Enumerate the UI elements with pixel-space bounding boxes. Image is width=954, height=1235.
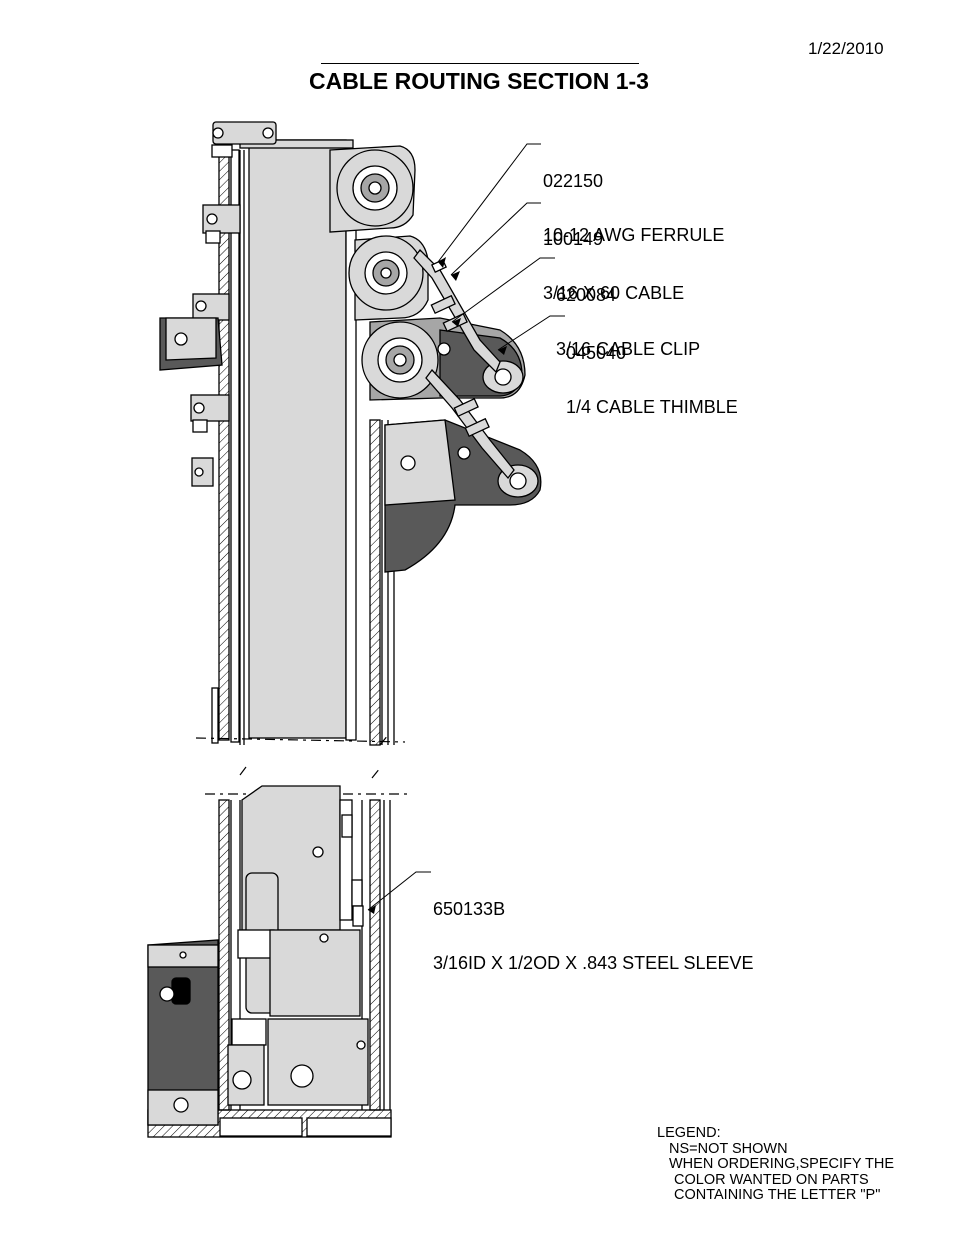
callout-ferrule: 022150 10-12 AWG FERRULE [543, 136, 724, 262]
pulley-assembly [329, 145, 542, 573]
leader-arrows [368, 257, 507, 914]
callout-steel-sleeve: 650133B 3/16ID X 1/2OD X .843 STEEL SLEE… [433, 864, 754, 990]
upper-right-wall-inner [345, 149, 357, 741]
leader-lines [367, 143, 565, 911]
callout-cable-thimble: 045040 1/4 CABLE THIMBLE [566, 308, 738, 434]
callout-cable-clip: 620084 3/16 CABLE CLIP [556, 250, 700, 376]
callout-ferrule-description: 10-12 AWG FERRULE [543, 225, 725, 245]
lower-column [147, 785, 392, 1138]
callout-steel-sleeve-part-number: 650133B [433, 899, 506, 919]
callout-steel-sleeve-description: 3/16ID X 1/2OD X .843 STEEL SLEEVE [433, 953, 754, 973]
callout-cable-thimble-description: 1/4 CABLE THIMBLE [566, 397, 738, 417]
legend-heading: LEGEND: [657, 1125, 721, 1141]
drawing-date: 1/22/2010 [808, 39, 884, 58]
cable [413, 249, 515, 480]
lower-right-wall [369, 799, 381, 1111]
drawing-title: CABLE ROUTING SECTION 1-3 [309, 68, 649, 94]
legend-line-ordering: WHEN ORDERING,SPECIFY THE [669, 1156, 895, 1172]
pulley-2 [348, 235, 424, 311]
upper-core [248, 139, 347, 739]
pulley-3 [361, 321, 439, 399]
title-rule [321, 63, 639, 64]
break-lines [195, 734, 410, 795]
upper-left-wall-inner [230, 149, 240, 743]
callout-ferrule-part-number: 022150 [543, 171, 604, 191]
callout-cable-clip-part-number: 620084 [556, 285, 617, 305]
callout-cable-part-number: 100149 [543, 229, 604, 249]
legend-line-color: COLOR WANTED ON PARTS [674, 1171, 869, 1188]
callout-cable: 100149 3/16 X 60 CABLE [543, 194, 684, 320]
callout-cable-thimble-part-number: 045040 [566, 343, 627, 363]
legend: LEGEND: NS=NOT SHOWN WHEN ORDERING,SPECI… [657, 1125, 895, 1204]
legend-line-letter-p: CONTAINING THE LETTER "P" [674, 1187, 881, 1203]
upper-right-wall [369, 419, 381, 746]
upper-column [159, 121, 395, 746]
callout-cable-description: 3/16 X 60 CABLE [543, 283, 685, 303]
pulley-1 [336, 149, 414, 227]
callout-cable-clip-description: 3/16 CABLE CLIP [556, 339, 701, 359]
legend-line-not-shown: NS=NOT SHOWN [669, 1140, 788, 1157]
